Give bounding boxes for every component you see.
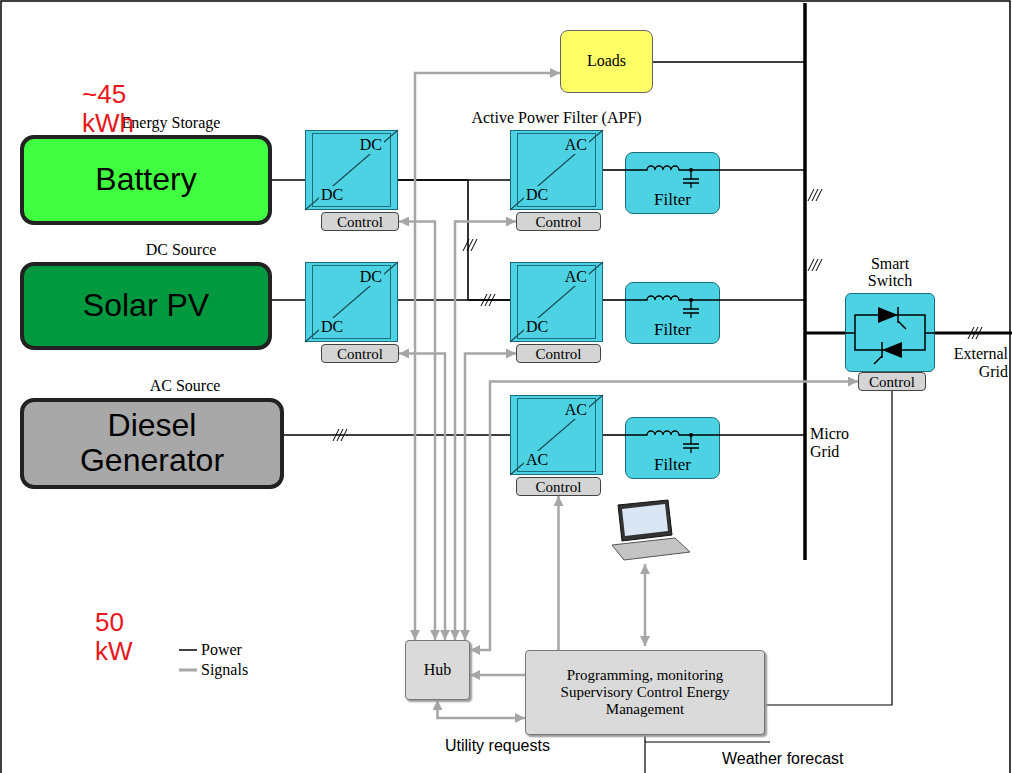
label-holder: 50 kW <box>95 608 133 665</box>
box-label: DC <box>524 186 550 204</box>
box-heading: Energy Storage <box>122 114 221 132</box>
box-label: AC <box>563 268 589 286</box>
filter-box: Filter <box>625 152 720 214</box>
diagram-label: 50 kW <box>95 608 133 665</box>
label-holder: Utility requests <box>445 737 550 755</box>
control-tab: Control <box>321 212 399 231</box>
signal-arrow <box>455 222 516 641</box>
box-label: DC <box>319 186 345 204</box>
filter-symbol <box>625 166 720 188</box>
power-line <box>765 391 892 705</box>
diagram-label: External Grid <box>946 345 1008 380</box>
box-label: Battery <box>95 162 196 197</box>
box-label: Control <box>536 346 582 362</box>
control-tab: Control <box>516 212 601 231</box>
diesel-generator-box: AC SourceDiesel Generator <box>20 398 284 489</box>
diagram-label: ~45 kWh <box>82 80 134 137</box>
legend-item: Power <box>177 641 242 659</box>
legend-sample <box>177 642 201 658</box>
box-label: Solar PV <box>83 288 209 323</box>
micro-grid-bus <box>803 3 807 560</box>
legend-text: Signals <box>201 661 248 679</box>
box-label: AC <box>524 451 550 469</box>
filter-symbol <box>625 431 720 453</box>
box-heading: Active Power Filter (APF) <box>471 109 641 127</box>
phase-tick <box>808 189 822 201</box>
battery-box: Energy StorageBattery <box>20 135 272 225</box>
laptop-icon <box>612 500 690 560</box>
signal-arrow <box>399 354 445 641</box>
control-tab: Control <box>516 344 601 363</box>
box-label: Control <box>337 214 383 230</box>
box-label: Diesel Generator <box>52 408 252 478</box>
legend-item: Signals <box>177 661 248 679</box>
diagram-label: Weather forecast <box>722 750 844 768</box>
loads-box: Loads <box>560 30 653 93</box>
box-heading: DC Source <box>146 241 217 259</box>
box-label: Control <box>337 346 383 362</box>
power-line <box>272 299 305 301</box>
box-label: Control <box>536 214 582 230</box>
box-label: AC <box>563 136 589 154</box>
box-label: Programming, monitoring Supervisory Cont… <box>553 667 738 719</box>
box-label: DC <box>358 268 384 286</box>
smart-switch-box: Smart SwitchControl <box>845 293 935 372</box>
filter-symbol <box>625 296 720 318</box>
box-label: AC <box>563 401 589 419</box>
power-line <box>603 434 625 436</box>
laptop-link <box>644 564 647 646</box>
box-label: Loads <box>587 52 626 70</box>
box-label: Control <box>536 479 582 495</box>
legend-text: Power <box>201 641 242 659</box>
diagram-label: Utility requests <box>445 737 550 755</box>
thyristor-symbol <box>845 307 935 364</box>
signal-arrow <box>470 496 559 675</box>
bus-tap <box>653 62 805 435</box>
legend-sample <box>177 662 201 678</box>
signal-arrow <box>438 700 526 718</box>
energy-management-box: Programming, monitoring Supervisory Cont… <box>525 650 765 735</box>
filter-box: Filter <box>625 282 720 344</box>
box-label: Hub <box>424 661 452 679</box>
converter-diagonal <box>305 130 603 475</box>
box-label: Control <box>869 374 915 390</box>
box-label: Filter <box>654 190 691 210</box>
box-label: DC <box>524 318 550 336</box>
box-label: DC <box>358 136 384 154</box>
phase-tick <box>808 259 822 271</box>
label-holder: ~45 kWh <box>82 80 134 137</box>
hub-box: Hub <box>405 640 470 700</box>
signal-arrow <box>470 382 858 651</box>
diagram-label: Micro Grid <box>810 425 858 460</box>
box-label: Filter <box>654 320 691 340</box>
box-label: Filter <box>654 455 691 475</box>
phase-tick <box>968 327 982 339</box>
control-tab: Control <box>516 477 601 496</box>
signal-arrow <box>399 222 435 641</box>
label-holder: External Grid <box>946 345 1008 381</box>
power-line <box>603 169 625 171</box>
power-line <box>272 179 305 181</box>
control-tab: Control <box>858 372 926 391</box>
control-tab: Control <box>321 344 399 363</box>
power-line <box>284 434 510 436</box>
solar-pv-box: DC SourceSolar PV <box>20 262 272 350</box>
label-holder: Weather forecast <box>722 750 844 768</box>
phase-tick <box>463 239 477 251</box>
label-holder: Micro Grid <box>810 425 858 461</box>
box-heading: AC Source <box>150 377 221 395</box>
box-label: DC <box>319 318 345 336</box>
filter-box: Filter <box>625 417 720 479</box>
box-heading: Smart Switch <box>860 255 920 290</box>
power-line <box>603 299 625 301</box>
